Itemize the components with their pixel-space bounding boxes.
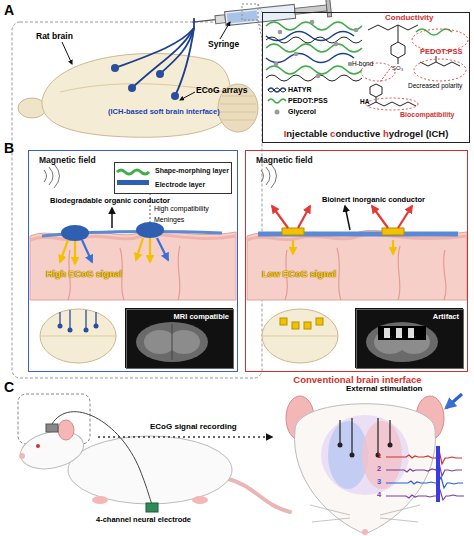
rat-head-top [286, 396, 444, 535]
brain-tissue [30, 230, 467, 300]
svg-text:SO₃: SO₃ [392, 65, 404, 71]
legend-text: Glycerol [288, 108, 316, 116]
ecog-array [115, 28, 194, 96]
dotted-arrow [98, 436, 272, 438]
legend-text: HATYR [288, 86, 312, 94]
leader-line [111, 208, 113, 228]
layer-label: Electrode layer [155, 181, 205, 189]
electrode-pads [111, 64, 179, 100]
chem-label: HA [360, 98, 369, 105]
polymer-network [266, 22, 362, 81]
chem-label: PEDOT:PSS [420, 48, 463, 56]
arrow-label: External stimulation [346, 385, 422, 394]
hydrogel-box: Injectable conductive hydrogel (ICH) [262, 12, 470, 143]
mri-image [355, 308, 463, 368]
arrow-label: ECoG signal recording [150, 423, 237, 432]
leader-line [220, 22, 230, 39]
leader-line [62, 42, 72, 64]
image-caption: MRI compatible [174, 313, 229, 321]
chemical-structure: SO₃ [368, 25, 460, 106]
stimulus-arrow [446, 394, 462, 408]
dashed-frame [12, 22, 262, 378]
zoom-box [242, 4, 258, 20]
legend-samples [268, 88, 286, 115]
initial-letter: I [284, 128, 287, 139]
stimulus-bar [436, 446, 440, 502]
part-label: High compatibility [154, 205, 209, 213]
layer-inset [113, 161, 231, 193]
legend-text: PEDOT:PSS [288, 97, 328, 105]
part-label: Bioinert inorganic conductor [322, 196, 425, 204]
field-label: Magnetic field [256, 156, 313, 165]
highlight-ellipse [361, 29, 468, 110]
rat [17, 412, 290, 512]
brain-top-view [40, 309, 116, 363]
mri-image [125, 308, 233, 368]
panel-letter: C [4, 380, 14, 395]
leader-line [180, 92, 195, 100]
part-label: 4-channel neural electrode [96, 516, 191, 524]
channel-number: 3 [377, 478, 381, 486]
part-label: Syringe [208, 40, 239, 49]
leader-line [345, 206, 350, 230]
soft-electrode [42, 222, 222, 241]
image-caption: Artifact [433, 313, 459, 321]
image-inset: Artifact [356, 309, 464, 369]
layer-label: Shape-morphing layer [155, 167, 229, 175]
inset-box: Shape-morphing layerElectrode layer [114, 162, 232, 194]
rat-brain [18, 53, 258, 137]
chem-label: H-bond [352, 60, 373, 67]
channel-number: 1 [377, 452, 381, 460]
property-label: Decreased polarity [408, 82, 462, 89]
panel-letter: B [4, 141, 14, 156]
initial-letter: h [383, 128, 389, 139]
part-label: (ICH-based soft brain interface) [108, 108, 220, 116]
part-label: Biodegradable organic conductor [50, 197, 170, 205]
box-title: Injectable conductive hydrogel (ICH) [263, 129, 469, 139]
panel-letter: A [4, 3, 14, 18]
signal-arrows [60, 238, 168, 264]
brain-top-view [262, 309, 338, 363]
interface-box: Magnetic fieldShape-morphing layerElectr… [28, 150, 238, 372]
signal-label: Low ECoG signal [262, 270, 336, 280]
channel-number: 4 [377, 491, 381, 499]
property-label: Biocompatibility [400, 111, 454, 119]
glycerol-dots [274, 20, 359, 79]
box-caption: Conventional brain interface [246, 375, 469, 385]
initial-letter: c [330, 128, 335, 139]
channel-number: 2 [377, 465, 381, 473]
image-inset: MRI compatible [126, 309, 234, 369]
part-label: ECoG arrays [196, 86, 248, 95]
part-label: Rat brain [36, 32, 73, 41]
interface-box: Magnetic fieldConventional brain interfa… [245, 150, 468, 372]
field-label: Magnetic field [39, 156, 96, 165]
property-label: Conductivity [385, 14, 433, 23]
ecog-traces [386, 450, 464, 500]
part-label: Meninges [154, 216, 184, 224]
signal-arrows [272, 206, 412, 254]
rigid-electrode [258, 228, 458, 235]
signal-label: High ECoG signal [46, 270, 122, 280]
